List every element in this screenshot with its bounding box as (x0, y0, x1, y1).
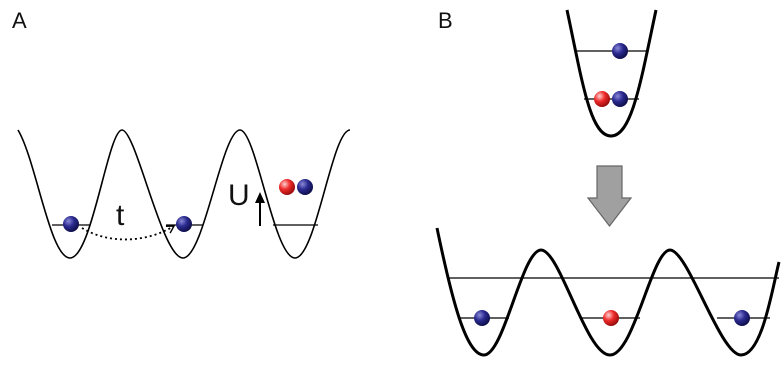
atom-red (279, 179, 295, 195)
interaction-arrow-head (255, 192, 265, 203)
panel-label-a: A (12, 8, 27, 33)
atom-blue (63, 216, 79, 232)
tunneling-label: t (116, 199, 125, 232)
atom-blue (297, 179, 313, 195)
atom-red (603, 310, 619, 326)
atom-blue (176, 216, 192, 232)
panel-label-b: B (438, 8, 453, 33)
atom-blue (734, 310, 750, 326)
atom-red (594, 91, 610, 107)
transfer-arrow (588, 166, 631, 226)
tunneling-arrow (82, 226, 174, 239)
harmonic-trap-curve (567, 10, 656, 136)
lattice-potential-curve-b (437, 228, 779, 355)
lattice-potential-curve-a (18, 130, 350, 258)
atom-blue (612, 43, 628, 59)
atom-blue (612, 91, 628, 107)
interaction-label: U (228, 179, 250, 212)
atom-blue (474, 310, 490, 326)
